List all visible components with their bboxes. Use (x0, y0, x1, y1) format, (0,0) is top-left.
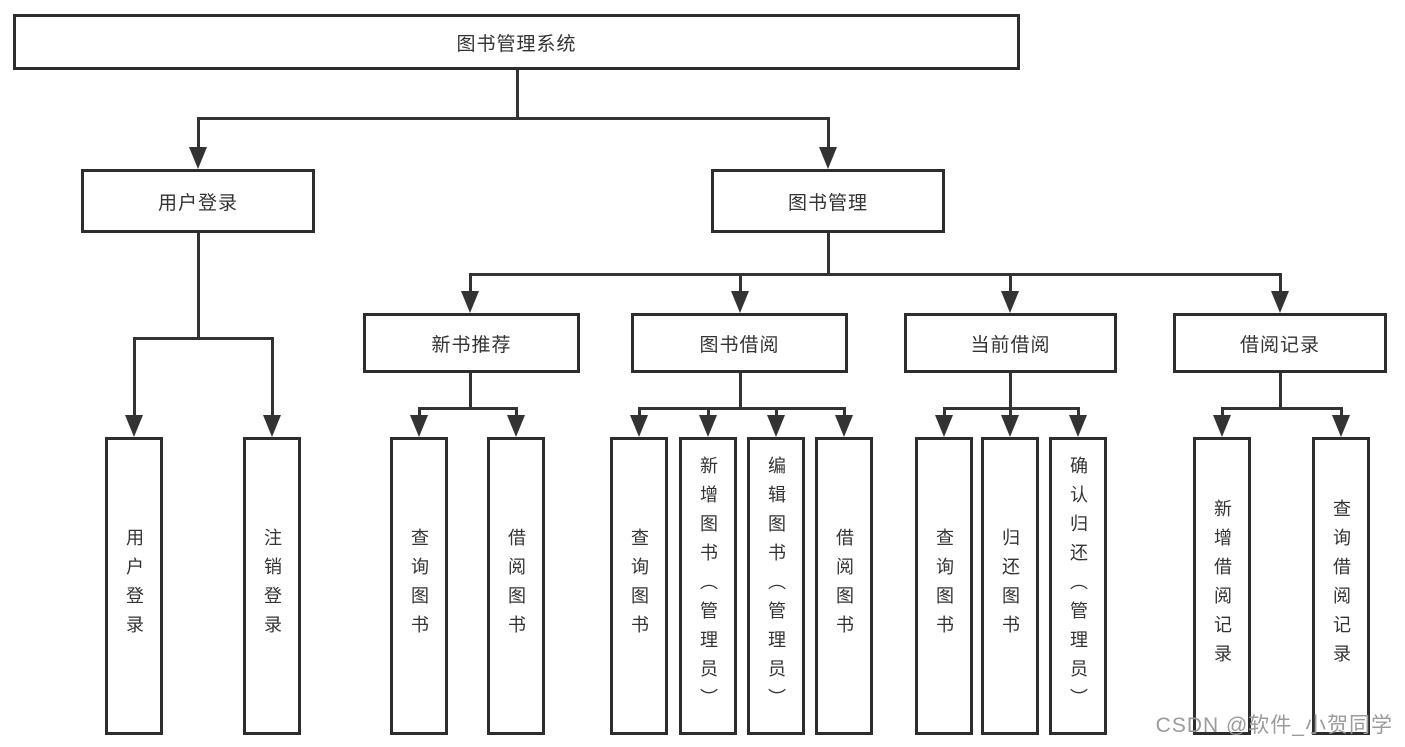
arrow-down-icon (263, 415, 281, 437)
connector-arrow-stem (196, 117, 200, 148)
leaf-label: 新增借阅记录 (1212, 499, 1232, 673)
connector-stem (468, 373, 472, 407)
leaf-label: 借阅图书 (834, 528, 854, 644)
node-book-borrowing: 图书借阅 (631, 313, 848, 373)
arrow-down-icon (1001, 415, 1019, 437)
leaf-query-books-current: 查询图书 (915, 437, 973, 735)
connector-arrow-stem (468, 273, 472, 291)
connector-split (1220, 407, 1343, 410)
node-user-login: 用户登录 (81, 169, 315, 233)
connector-arrow-stem (132, 337, 136, 415)
arrow-down-icon (630, 415, 648, 437)
connector-login-split (132, 337, 274, 340)
node-current-borrowing: 当前借阅 (904, 313, 1117, 373)
leaf-add-books-admin: 新增图书（管理员） (679, 437, 737, 735)
leaf-return-books: 归还图书 (981, 437, 1039, 735)
node-library-management-system: 图书管理系统 (13, 14, 1020, 70)
node-label: 用户登录 (157, 192, 238, 214)
node-label: 当前借阅 (970, 334, 1051, 356)
csdn-watermark: CSDN @软件_小贺同学 (1155, 714, 1393, 737)
node-borrowing-records: 借阅记录 (1173, 313, 1387, 373)
connector-arrow-stem (1076, 407, 1080, 415)
node-label: 图书借阅 (699, 334, 780, 356)
leaf-logout: 注销登录 (243, 437, 301, 735)
arrow-down-icon (731, 291, 749, 313)
arrow-down-icon (461, 291, 479, 313)
leaf-user-login: 用户登录 (105, 437, 163, 735)
connector-arrow-stem (826, 117, 830, 148)
arrow-down-icon (125, 415, 143, 437)
connector-arrow-stem (942, 407, 946, 415)
connector-arrow-stem (706, 407, 710, 415)
connector-arrow-stem (842, 407, 846, 415)
connector-arrow-stem (1339, 407, 1343, 415)
leaf-label: 编辑图书（管理员） (766, 455, 786, 717)
arrow-down-icon (1213, 415, 1231, 437)
connector-stem (1008, 373, 1012, 407)
node-new-book-recommendation: 新书推荐 (363, 313, 580, 373)
leaf-label: 确认归还（管理员） (1068, 455, 1088, 717)
connector-arrow-stem (738, 273, 742, 291)
leaf-label: 归还图书 (1000, 528, 1020, 644)
connector-arrow-stem (1220, 407, 1224, 415)
connector-arrow-stem (417, 407, 421, 415)
connector-arrow-stem (1008, 407, 1012, 415)
leaf-borrow-books-recommendation: 借阅图书 (487, 437, 545, 735)
arrow-down-icon (410, 415, 428, 437)
leaf-label: 用户登录 (124, 528, 144, 644)
connector-mgmt-split (468, 273, 1282, 276)
leaf-edit-books-admin: 编辑图书（管理员） (747, 437, 805, 735)
connector-arrow-stem (637, 407, 641, 415)
leaf-add-borrow-record: 新增借阅记录 (1193, 437, 1251, 735)
node-book-management: 图书管理 (711, 169, 945, 233)
arrow-down-icon (1001, 291, 1019, 313)
connector-stem (1278, 373, 1282, 407)
arrow-down-icon (1271, 291, 1289, 313)
arrow-down-icon (835, 415, 853, 437)
arrow-down-icon (1332, 415, 1350, 437)
connector-stem (738, 373, 742, 407)
connector-root-split (196, 117, 830, 120)
arrow-down-icon (1069, 415, 1087, 437)
node-label: 图书管理 (787, 192, 868, 214)
node-label: 借阅记录 (1239, 334, 1320, 356)
connector-arrow-stem (1278, 273, 1282, 291)
leaf-label: 查询图书 (629, 528, 649, 644)
arrow-down-icon (699, 415, 717, 437)
leaf-label: 查询图书 (934, 528, 954, 644)
leaf-label: 新增图书（管理员） (698, 455, 718, 717)
arrow-down-icon (819, 147, 837, 169)
leaf-label: 查询借阅记录 (1331, 499, 1351, 673)
node-label: 新书推荐 (431, 334, 512, 356)
connector-split (417, 407, 518, 410)
leaf-confirm-return-admin: 确认归还（管理员） (1049, 437, 1107, 735)
leaf-label: 借阅图书 (506, 528, 526, 644)
connector-arrow-stem (270, 337, 274, 415)
connector-split (637, 407, 846, 410)
leaf-query-books-borrowing: 查询图书 (610, 437, 668, 735)
connector-login-stem (196, 233, 200, 337)
leaf-label: 查询图书 (409, 528, 429, 644)
leaf-query-borrow-record: 查询借阅记录 (1312, 437, 1370, 735)
arrow-down-icon (767, 415, 785, 437)
leaf-query-books-recommendation: 查询图书 (390, 437, 448, 735)
connector-root-stem (515, 70, 519, 117)
connector-arrow-stem (1008, 273, 1012, 291)
node-label: 图书管理系统 (456, 33, 577, 55)
connector-arrow-stem (774, 407, 778, 415)
arrow-down-icon (935, 415, 953, 437)
leaf-label: 注销登录 (262, 528, 282, 644)
connector-arrow-stem (514, 407, 518, 415)
arrow-down-icon (507, 415, 525, 437)
arrow-down-icon (189, 147, 207, 169)
leaf-borrow-books: 借阅图书 (815, 437, 873, 735)
connector-mgmt-stem (826, 233, 830, 273)
